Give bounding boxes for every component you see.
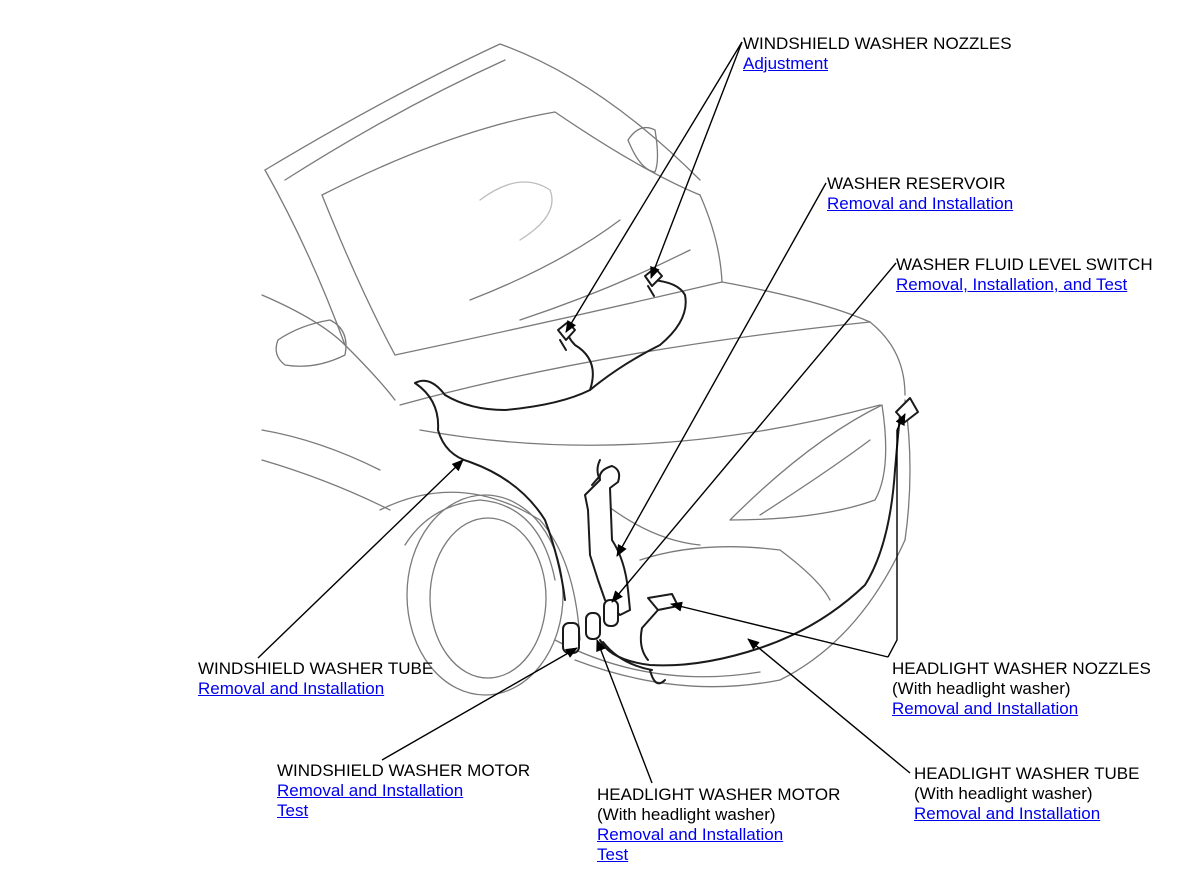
car-body-outline	[261, 43, 911, 696]
callout-note: (With headlight washer)	[914, 784, 1093, 803]
leader-headlight-nozzles-side-tip	[895, 413, 906, 431]
leader-reservoir	[616, 182, 827, 557]
test-link[interactable]: Test	[597, 845, 629, 864]
removal-installation-and-test-link[interactable]: Removal, Installation, and Test	[896, 275, 1128, 294]
leader-level-switch	[611, 262, 897, 603]
callout-title: WINDSHIELD WASHER MOTOR	[277, 761, 531, 780]
callout-title: HEADLIGHT WASHER MOTOR	[597, 785, 841, 804]
test-link[interactable]: Test	[277, 801, 309, 820]
callout-headlight-washer-nozzles: HEADLIGHT WASHER NOZZLES (With headlight…	[892, 659, 1151, 719]
callout-windshield-washer-nozzles: WINDSHIELD WASHER NOZZLES Adjustment	[743, 34, 1012, 74]
callout-title: HEADLIGHT WASHER NOZZLES	[892, 659, 1151, 678]
callout-washer-reservoir: WASHER RESERVOIR Removal and Installatio…	[827, 174, 1013, 214]
leader-headlight-motor	[596, 639, 653, 784]
callout-title: WASHER RESERVOIR	[827, 174, 1006, 193]
removal-and-installation-link[interactable]: Removal and Installation	[198, 679, 385, 698]
callout-note: (With headlight washer)	[892, 679, 1071, 698]
leader-windshield-motor	[381, 647, 578, 761]
callout-headlight-washer-tube: HEADLIGHT WASHER TUBE (With headlight wa…	[914, 764, 1139, 824]
callout-title: WINDSHIELD WASHER NOZZLES	[743, 34, 1012, 53]
callout-note: (With headlight washer)	[597, 805, 776, 824]
removal-and-installation-link[interactable]: Removal and Installation	[277, 781, 464, 800]
adjustment-link[interactable]: Adjustment	[743, 54, 829, 73]
removal-and-installation-link[interactable]: Removal and Installation	[827, 194, 1014, 213]
leader-windshield-nozzles-2	[650, 41, 743, 279]
leader-windshield-nozzles-1	[565, 41, 743, 333]
callout-title: WINDSHIELD WASHER TUBE	[198, 659, 434, 678]
callout-windshield-washer-motor: WINDSHIELD WASHER MOTOR Removal and Inst…	[277, 761, 530, 821]
removal-and-installation-link[interactable]: Removal and Installation	[892, 699, 1079, 718]
leader-headlight-tube	[747, 638, 911, 774]
removal-and-installation-link[interactable]: Removal and Installation	[914, 804, 1101, 823]
callout-title: HEADLIGHT WASHER TUBE	[914, 764, 1140, 783]
leader-headlight-nozzles-side	[887, 430, 898, 658]
leader-lines	[257, 41, 911, 784]
leader-windshield-tube	[257, 459, 464, 659]
callout-title: WASHER FLUID LEVEL SWITCH	[896, 255, 1153, 274]
callout-headlight-washer-motor: HEADLIGHT WASHER MOTOR (With headlight w…	[597, 785, 840, 865]
callout-washer-fluid-level-switch: WASHER FLUID LEVEL SWITCH Removal, Insta…	[896, 255, 1153, 295]
leader-headlight-nozzles-front	[670, 601, 889, 658]
removal-and-installation-link[interactable]: Removal and Installation	[597, 825, 784, 844]
washer-components	[414, 267, 919, 685]
callout-windshield-washer-tube: WINDSHIELD WASHER TUBE Removal and Insta…	[198, 659, 433, 699]
